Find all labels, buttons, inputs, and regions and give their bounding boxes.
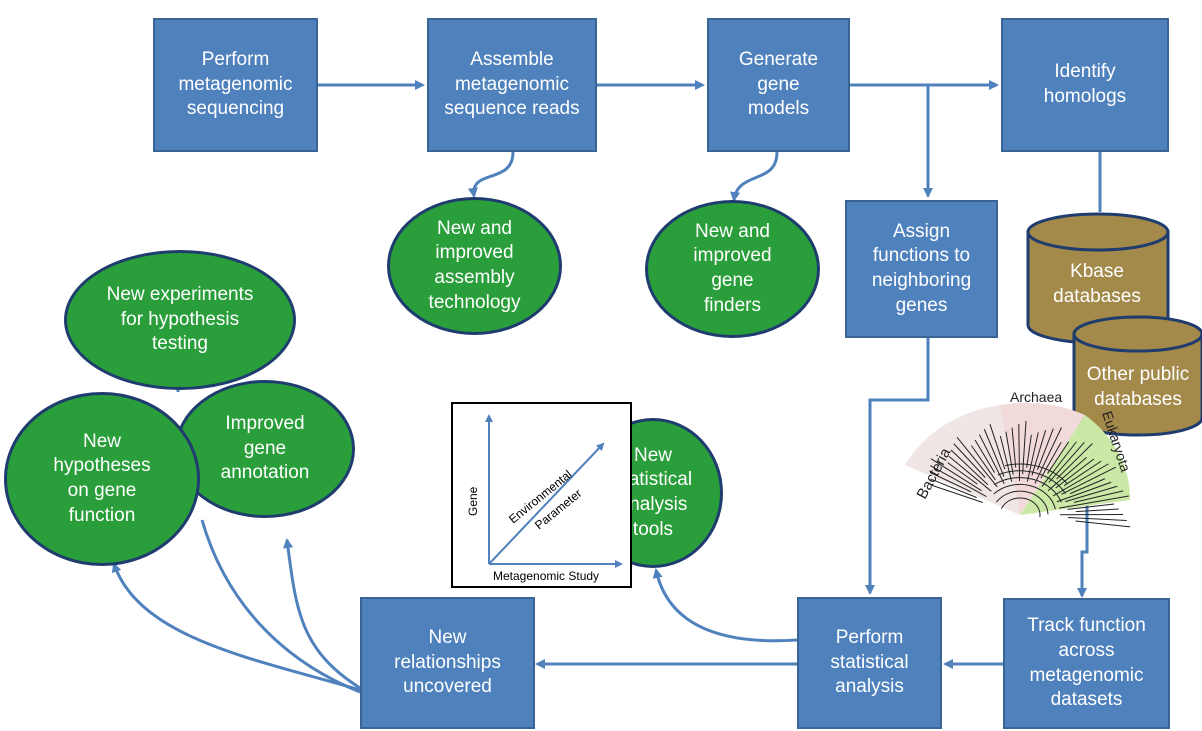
box-perform-statistical: Perform statistical analysis	[797, 597, 942, 729]
box-track-function: Track function across metagenomic datase…	[1003, 598, 1170, 729]
oval-statistical-tools-label: New statistical analysis tools	[613, 444, 693, 540]
other-public-label: Other public databases	[1086, 363, 1190, 410]
arrow-generate-to-gene-finders	[730, 151, 779, 202]
box-perform-sequencing: Perform metagenomic sequencing	[153, 18, 318, 152]
oval-improved-annotation: Improved gene annotation	[175, 380, 355, 518]
arrow-statistical-to-stat-tools	[652, 568, 798, 643]
arrow-relationships-to-annotation	[283, 538, 361, 690]
oval-new-experiments-label: New experiments for hypothesis testing	[106, 283, 254, 355]
box-perform-statistical-label: Perform statistical analysis	[830, 626, 909, 698]
box-generate-models: Generate gene models	[707, 18, 850, 152]
box-generate-models-label: Generate gene models	[738, 48, 819, 120]
box-new-relationships: New relationships uncovered	[360, 597, 535, 729]
inset-x-label: Metagenomic Study	[493, 569, 599, 583]
inset-diagonal	[488, 442, 605, 565]
arrow-relationships-to-hypotheses	[111, 562, 361, 692]
line-relationships-to-experiments	[200, 519, 361, 694]
arrow-assemble-to-assembly-tech	[467, 151, 515, 198]
oval-gene-finders-label: New and improved gene finders	[693, 220, 772, 316]
oval-new-experiments: New experiments for hypothesis testing	[64, 250, 296, 390]
inset-y-label: Gene	[466, 486, 480, 516]
inset-plot: Gene Metagenomic Study Environmental Par…	[466, 414, 623, 583]
box-assemble-reads-label: Assemble metagenomic sequence reads	[444, 48, 580, 120]
oval-gene-finders: New and improved gene finders	[645, 200, 820, 338]
box-assign-functions-label: Assign functions to neighboring genes	[871, 220, 972, 316]
box-new-relationships-label: New relationships uncovered	[394, 626, 501, 698]
box-identify-homologs: Identify homologs	[1001, 18, 1169, 152]
box-identify-homologs-label: Identify homologs	[1043, 61, 1127, 107]
arrow-assign-to-statistical	[865, 338, 930, 595]
box-track-function-label: Track function across metagenomic datase…	[1027, 615, 1146, 711]
oval-assembly-technology: New and improved assembly technology	[387, 197, 562, 335]
kbase-label: Kbase databases	[1053, 261, 1141, 307]
oval-new-hypotheses: New hypotheses on gene function	[4, 392, 200, 566]
oval-improved-annotation-label: Improved gene annotation	[220, 412, 310, 484]
inset-plot-frame: Gene Metagenomic Study Environmental Par…	[451, 402, 632, 588]
oval-new-hypotheses-label: New hypotheses on gene function	[53, 430, 151, 526]
box-perform-sequencing-label: Perform metagenomic sequencing	[178, 48, 293, 120]
oval-assembly-technology-label: New and improved assembly technology	[428, 217, 521, 313]
box-assemble-reads: Assemble metagenomic sequence reads	[427, 18, 597, 152]
box-assign-functions: Assign functions to neighboring genes	[845, 200, 998, 338]
arrow-databases-to-track	[1077, 430, 1089, 598]
